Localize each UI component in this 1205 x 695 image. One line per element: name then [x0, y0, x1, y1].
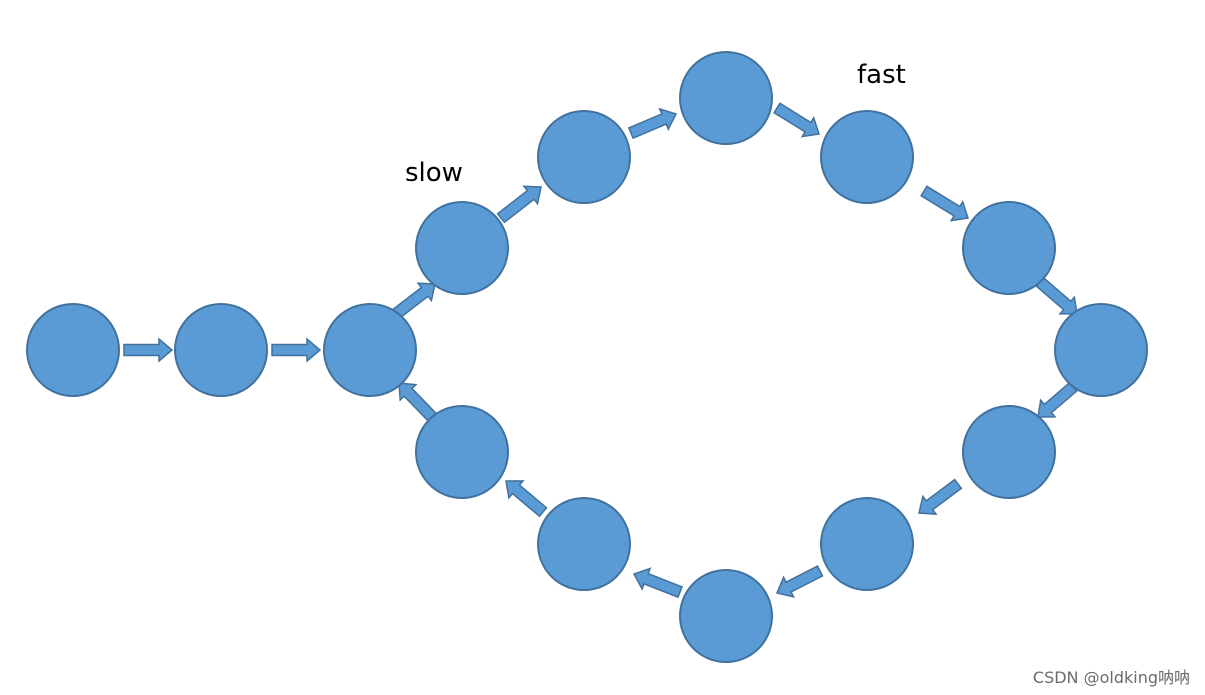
list-node-14 [415, 405, 509, 499]
arrow-6 [773, 102, 820, 138]
arrow-4 [496, 185, 542, 224]
list-node-12 [679, 569, 773, 663]
arrow-2 [271, 337, 322, 363]
arrow-9 [1037, 381, 1078, 418]
arrow-12 [632, 567, 683, 599]
list-node-2 [174, 303, 268, 397]
list-node-4 [415, 201, 509, 295]
list-node-1 [26, 303, 120, 397]
watermark: CSDN @oldking呐呐 [1033, 668, 1190, 687]
list-node-11 [820, 497, 914, 591]
list-node-8 [962, 201, 1056, 295]
list-node-10 [962, 405, 1056, 499]
arrow-5 [627, 107, 678, 140]
arrow-3 [391, 282, 436, 320]
nodes-layer [26, 51, 1148, 663]
list-node-7 [820, 110, 914, 204]
list-node-9 [1054, 303, 1148, 397]
list-node-5 [537, 110, 631, 204]
slow-pointer-label: slow [405, 158, 463, 188]
arrow-10 [918, 478, 963, 515]
arrow-8 [1035, 276, 1078, 315]
list-node-6 [679, 51, 773, 145]
arrow-14 [398, 382, 437, 422]
arrow-1 [123, 337, 174, 363]
fast-pointer-label: fast [857, 60, 906, 90]
arrow-11 [775, 565, 824, 599]
arrows-layer [123, 102, 1078, 599]
list-node-3 [323, 303, 417, 397]
arrow-7 [920, 185, 969, 222]
arrow-13 [505, 480, 548, 518]
list-node-13 [537, 497, 631, 591]
